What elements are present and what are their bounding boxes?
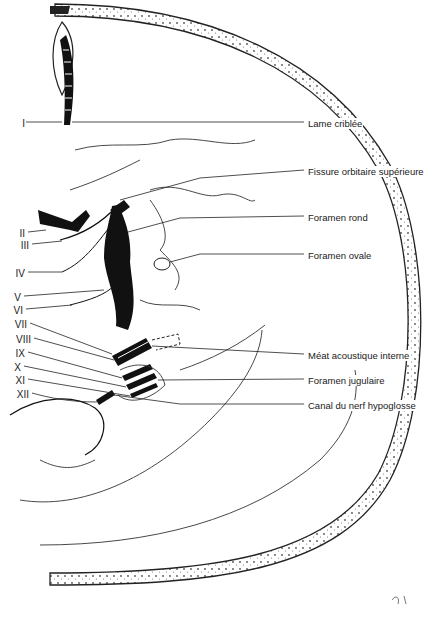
structure-label-wrap: Foramen jugulaire (307, 373, 386, 387)
callout-number: II (18, 228, 26, 239)
callout-number-wrap: VI (13, 303, 24, 317)
structure-label: Fissure orbitaire supérieure (307, 166, 425, 177)
callout-number-wrap: VIII (15, 332, 32, 346)
midline-mark (50, 6, 70, 14)
leader-lines (24, 122, 304, 404)
callout-number: VII (14, 319, 28, 330)
structure-label-wrap: Lame criblée (307, 116, 363, 130)
callout-number: XII (16, 389, 30, 400)
callout-number: XI (15, 375, 26, 386)
trigeminal-ganglion (104, 205, 134, 330)
acoustic-meatus (112, 338, 152, 366)
structure-label: Lame criblée (307, 118, 363, 129)
structure-label: Méat acoustique interne (307, 350, 410, 361)
foramen-magnum (10, 399, 104, 455)
structure-label-wrap: Foramen rond (307, 210, 369, 224)
structure-label-wrap: Canal du nerf hypoglosse (307, 398, 417, 412)
callout-number-wrap: VII (14, 317, 28, 331)
structure-label: Foramen jugulaire (307, 375, 386, 386)
callout-number-wrap: X (13, 360, 22, 374)
callout-number: X (13, 362, 22, 373)
callout-number-wrap: IV (15, 266, 26, 280)
callout-number: IX (15, 348, 26, 359)
callout-number: IV (15, 268, 26, 279)
callout-number-wrap: III (20, 238, 30, 252)
callout-number-wrap: XI (15, 373, 26, 387)
foramen-ovale (154, 258, 170, 270)
callout-number-wrap: XII (16, 387, 30, 401)
structure-label-wrap: Méat acoustique interne (307, 348, 410, 362)
structure-label-wrap: Fissure orbitaire supérieure (307, 164, 425, 178)
optic-nerve (38, 210, 90, 232)
callout-number: V (13, 292, 22, 303)
structure-label: Foramen ovale (307, 250, 372, 261)
structure-label: Canal du nerf hypoglosse (307, 400, 417, 411)
sphenoid-ridge (150, 187, 255, 201)
callout-number-wrap: IX (15, 346, 26, 360)
structure-label-wrap: Foramen ovale (307, 248, 372, 262)
callout-number: I (21, 118, 26, 129)
callout-number: III (20, 240, 30, 251)
structure-label: Foramen rond (307, 212, 369, 223)
cribriform-plate (60, 35, 73, 125)
callout-number-wrap: II (18, 226, 26, 240)
orbital-contour (75, 139, 255, 150)
callout-number: VIII (15, 334, 32, 345)
callout-number-wrap: V (13, 290, 22, 304)
callout-number-wrap: I (21, 116, 26, 130)
callout-number: VI (13, 305, 24, 316)
skull-wall (50, 4, 421, 585)
